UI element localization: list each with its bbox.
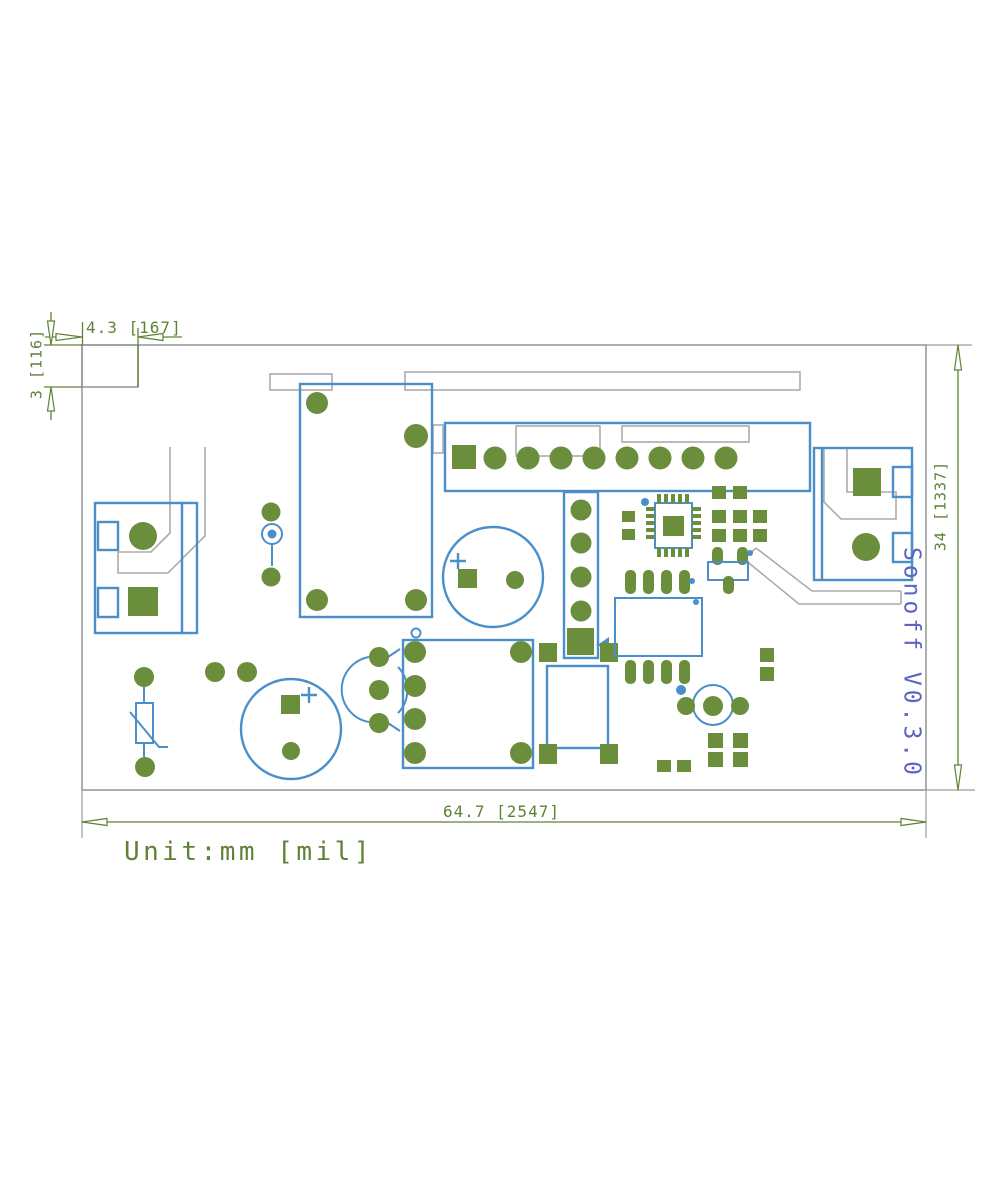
notch-height-label: 3 [116] [28,329,46,399]
capacitor-lower [239,677,343,781]
test-point-chain [261,502,283,587]
left-terminal-block [93,501,199,635]
plus-mark [301,687,317,703]
smd-component-4pad [539,637,618,764]
smd-pad-cluster [712,486,767,542]
silkscreen-graphics [117,371,902,605]
notch-width-label: 4.3 [167] [86,318,182,337]
corner-notch [81,344,139,388]
sot23-transistor [707,547,753,594]
transistor-arc-footprint [340,647,409,733]
board-version-label: Sonoff V0.3.0 [899,547,925,779]
led-footprint [677,684,749,726]
relay [401,627,535,770]
dimension-board-width: 64.7 [2547] [81,790,927,838]
board-width-label: 64.7 [2547] [443,802,560,821]
pin-header [443,421,812,493]
pad-pair [205,662,257,682]
qfn-pins [646,494,701,557]
pad-column [562,490,600,660]
dimension-notch-width: 4.3 [167] [45,318,182,387]
soic8-ic [614,570,703,695]
plus-mark [450,553,466,569]
capacitor-upper [441,525,545,629]
silkscreen-trace-band [743,547,902,605]
board-outline [81,344,927,791]
left-terminal-silkscreen-hook [117,447,206,574]
dimension-board-height: 34 [1337] [926,344,975,791]
varistor [129,667,168,777]
transformer [298,382,434,619]
right-terminal-block [812,446,914,582]
qfn-ic [622,494,701,557]
misc-smd-pads [657,648,774,772]
right-terminal-silkscreen-hook [823,447,897,520]
units-note: Unit:mm [mil] [124,837,373,867]
board-height-label: 34 [1337] [932,461,950,551]
dimension-notch-height: 3 [116] [28,312,82,420]
